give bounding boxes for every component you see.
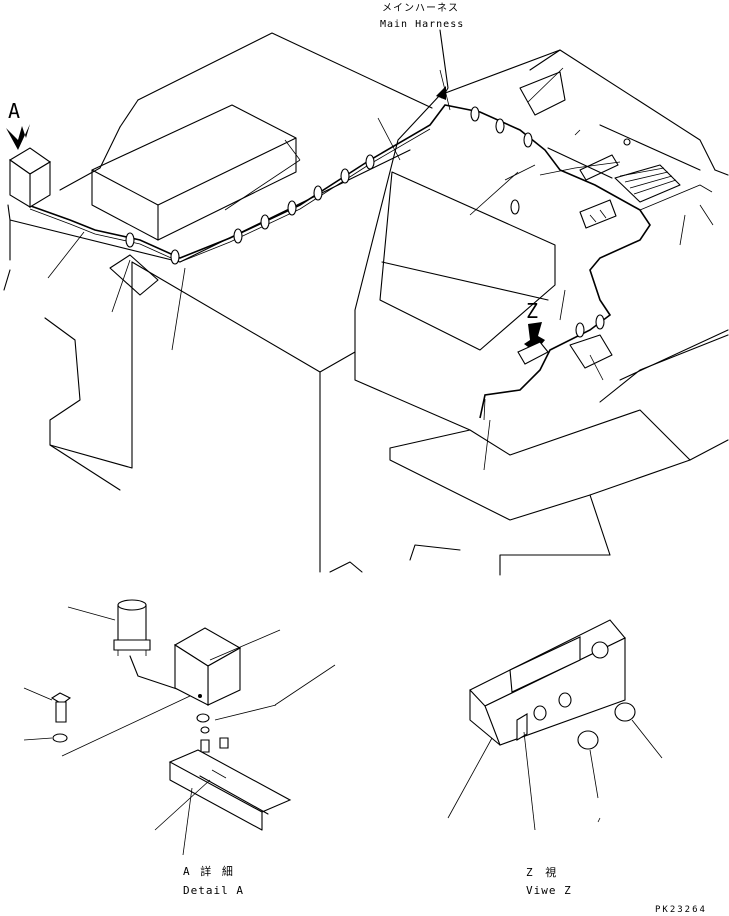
connector-bank [579,138,681,229]
beacon-lamp [113,599,151,656]
drawing-code: PK23264 [655,905,707,915]
machine-body [3,32,729,576]
detail-a-title-en: Detail A [183,884,244,897]
detail-a-view: A 詳 細 Detail A [23,599,336,897]
lamp-bracket-detail [173,627,242,706]
arrow-z-marker: Z [517,299,549,365]
view-z-panel: Z 視 Viwe Z [447,619,663,897]
harness-label-jp: メインハーネス [382,2,459,14]
arrow-a-marker: A [6,99,30,150]
view-z-title-en: Viwe Z [526,884,572,897]
detail-a-title-jp: A 詳 細 [183,864,235,878]
bolt-washer [50,692,229,753]
main-harness-label: メインハーネス Main Harness [380,2,464,100]
arrow-z-label: Z [526,299,538,323]
arrow-a-label: A [8,99,20,123]
lamp-bracket-main [8,147,52,208]
view-z-title-jp: Z 視 [526,865,559,879]
main-harness [27,71,713,421]
leader-lines-main [47,67,714,471]
harness-clamps [125,106,605,338]
harness-label-en: Main Harness [380,19,464,30]
